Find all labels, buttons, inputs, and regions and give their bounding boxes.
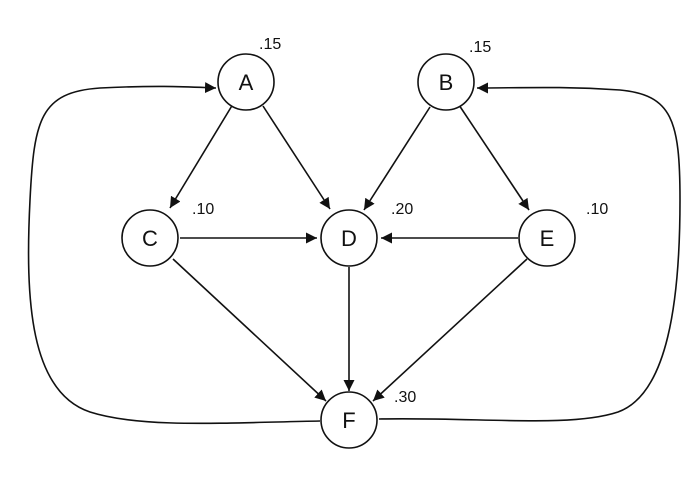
- edge-b-d: [363, 106, 431, 211]
- weight-label-e: .10: [586, 201, 608, 218]
- weight-label-d: .20: [391, 201, 413, 218]
- node-b: B: [417, 53, 475, 111]
- edge-f-b: [378, 82, 681, 422]
- node-label: C: [142, 226, 158, 251]
- edge-f-a: [27, 82, 321, 425]
- edge-a-c: [169, 103, 234, 209]
- node-e: E: [518, 209, 576, 267]
- weight-label-b: .15: [469, 39, 491, 56]
- weight-label-c: .10: [192, 201, 214, 218]
- node-label: A: [239, 70, 254, 95]
- node-c: C: [121, 209, 179, 267]
- weight-label-a: .15: [259, 36, 281, 53]
- node-label: B: [439, 70, 454, 95]
- node-f: F: [320, 391, 378, 449]
- edge-a-d: [262, 105, 331, 210]
- weight-label-f: .30: [394, 389, 416, 406]
- edge-c-f: [172, 258, 327, 402]
- node-label: D: [341, 226, 357, 251]
- edge-e-f: [372, 258, 528, 402]
- node-label: F: [342, 408, 355, 433]
- node-a: A: [217, 53, 275, 111]
- node-d: D: [320, 209, 378, 267]
- node-label: E: [540, 226, 555, 251]
- edge-b-e: [458, 104, 530, 211]
